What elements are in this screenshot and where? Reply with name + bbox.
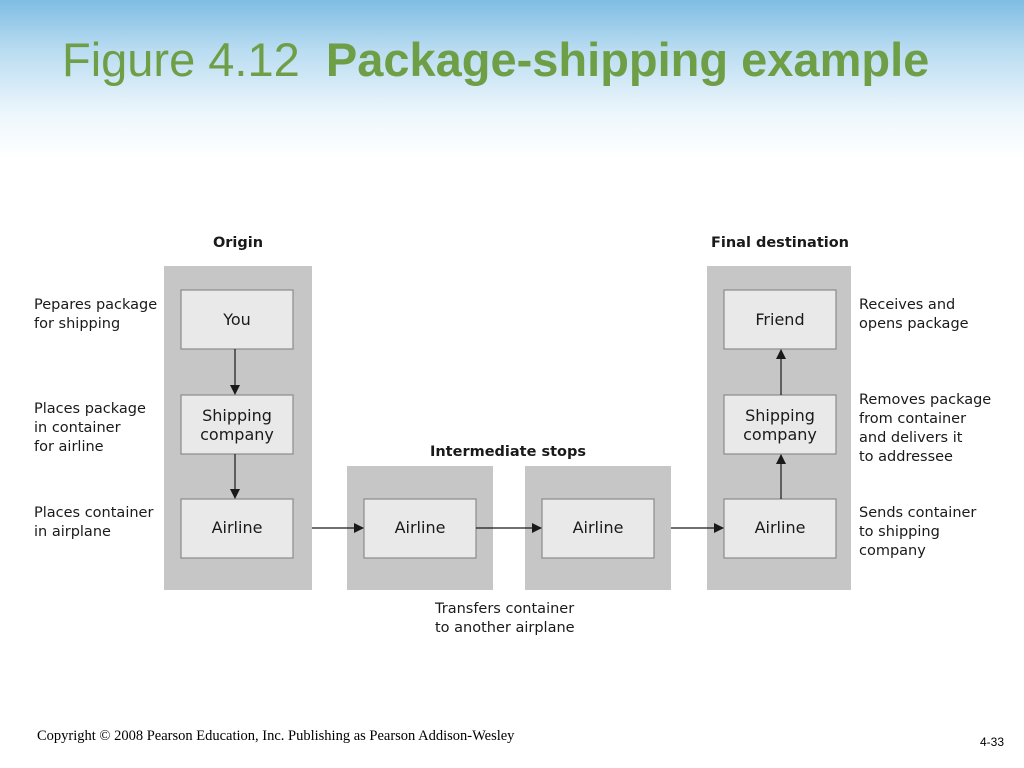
slide-title: Figure 4.12 Package-shipping example (62, 32, 962, 88)
origin-airline-box: Airline (180, 498, 294, 559)
annotation-removes-line-3: and delivers it (859, 430, 963, 446)
annotation-places-package-line-2: in container (34, 420, 121, 436)
annotation-removes: Removes package from container and deliv… (859, 392, 991, 465)
annotation-sends: Sends container to shipping company (859, 505, 976, 559)
annotation-receives: Receives and opens package (859, 297, 969, 332)
annotation-removes-line-4: to addressee (859, 449, 953, 465)
annotation-places-container-line-2: in airplane (34, 524, 111, 540)
annotation-prepares: Pepares package for shipping (34, 297, 157, 332)
annotation-prepares-line-2: for shipping (34, 316, 120, 332)
copyright-footer: Copyright © 2008 Pearson Education, Inc.… (37, 728, 515, 744)
annotation-sends-line-2: to shipping (859, 524, 940, 540)
annotation-transfers: Transfers container to another airplane (434, 601, 575, 636)
annotation-removes-line-1: Removes package (859, 392, 991, 408)
origin-shipping-company-box: Shipping company (180, 394, 294, 455)
annotation-places-container: Places container in airplane (34, 505, 153, 540)
annotation-prepares-line-1: Pepares package (34, 297, 157, 313)
final-airline-label: Airline (755, 518, 806, 537)
annotation-transfers-line-2: to another airplane (435, 620, 575, 636)
final-shipping-label: Shipping (745, 406, 815, 425)
intermediate-airline-label-1: Airline (395, 518, 446, 537)
intermediate-airline-label-2: Airline (573, 518, 624, 537)
annotation-removes-line-2: from container (859, 411, 966, 427)
friend-box: Friend (723, 289, 837, 350)
final-shipping-company-box: Shipping company (723, 394, 837, 455)
intermediate-heading: Intermediate stops (430, 444, 586, 460)
origin-company-label: company (200, 425, 274, 444)
annotation-places-package-line-1: Places package (34, 401, 146, 417)
origin-heading: Origin (213, 235, 263, 251)
intermediate-airline-box-2: Airline (541, 498, 655, 559)
figure-name: Package-shipping example (325, 33, 930, 86)
annotation-receives-line-2: opens package (859, 316, 969, 332)
final-company-label: company (743, 425, 817, 444)
annotation-places-package-line-3: for airline (34, 439, 104, 455)
annotation-transfers-line-1: Transfers container (434, 601, 574, 617)
annotation-receives-line-1: Receives and (859, 297, 955, 313)
you-label: You (222, 310, 251, 329)
intermediate-airline-box-1: Airline (363, 498, 477, 559)
page-number: 4-33 (979, 735, 1004, 749)
origin-airline-label: Airline (212, 518, 263, 537)
annotation-sends-line-1: Sends container (859, 505, 976, 521)
you-box: You (180, 289, 294, 350)
figure-number: Figure 4.12 (62, 33, 300, 86)
annotation-places-package: Places package in container for airline (34, 401, 146, 455)
final-destination-heading: Final destination (711, 235, 849, 251)
final-airline-box: Airline (723, 498, 837, 559)
origin-shipping-label: Shipping (202, 406, 272, 425)
friend-label: Friend (755, 310, 804, 329)
annotation-sends-line-3: company (859, 543, 926, 559)
annotation-places-container-line-1: Places container (34, 505, 153, 521)
